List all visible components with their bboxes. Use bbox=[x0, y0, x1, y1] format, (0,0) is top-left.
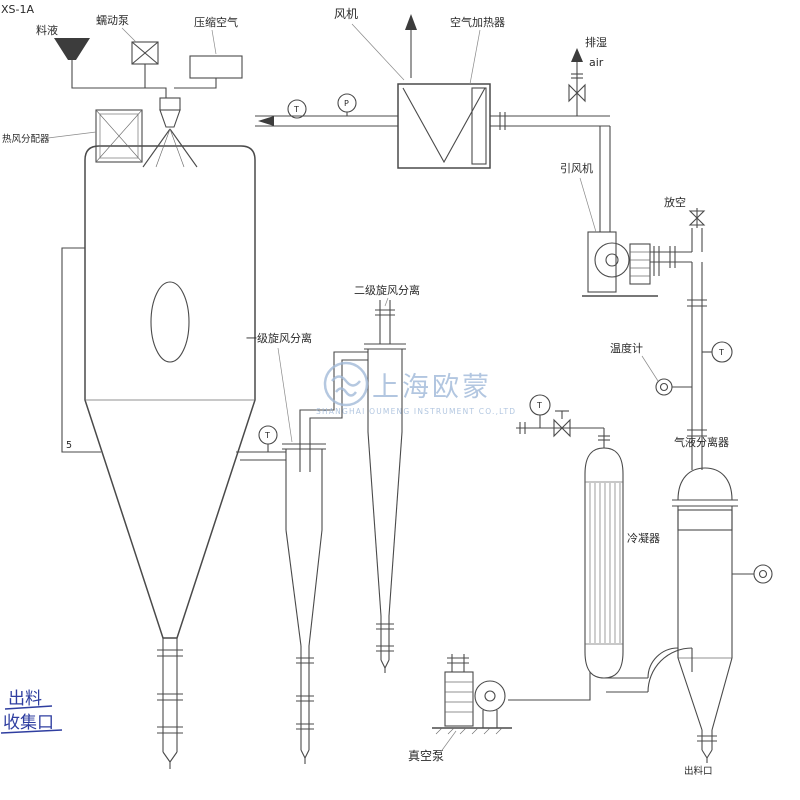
riser-pipe: T 温度计 bbox=[610, 262, 733, 470]
vent-branch-valve bbox=[688, 210, 706, 226]
feed-system: 料液 蠕动泵 压缩空气 bbox=[36, 14, 243, 98]
air-intake-arrow bbox=[405, 14, 417, 78]
temperature-instrument-1: T bbox=[287, 99, 307, 119]
moist-air-vent: 排湿 air bbox=[568, 35, 607, 116]
hot-air-distributor-label: 热风分配器 bbox=[2, 133, 50, 145]
vacuum-pump-label: 真空泵 bbox=[408, 749, 444, 763]
air-filter bbox=[174, 55, 243, 89]
handwritten-note: 出料 收集口 bbox=[0, 689, 63, 734]
feed-liquid-label: 料液 bbox=[36, 23, 58, 37]
pump-suction-stub bbox=[447, 654, 469, 672]
temperature-instrument-2: T bbox=[702, 341, 733, 363]
condenser-drain-pipe bbox=[508, 672, 591, 701]
demister-mesh bbox=[677, 509, 733, 531]
pressure-gauge bbox=[655, 378, 692, 396]
svg-text:T: T bbox=[718, 348, 724, 357]
compressed-air-label: 压缩空气 bbox=[194, 15, 238, 29]
vacuum-pump: 真空泵 bbox=[408, 654, 512, 763]
cyclone2-discharge bbox=[376, 616, 394, 673]
condenser-tubes bbox=[589, 483, 621, 643]
tower-discharge-pipe bbox=[157, 638, 183, 769]
fan-label: 风机 bbox=[334, 7, 358, 21]
air-heater-label: 空气加热器 bbox=[450, 15, 505, 29]
induced-draft-fan-label: 引风机 bbox=[560, 161, 593, 175]
watermark-brand-en: SHANGHAI OUMENG INSTRUMENT CO.,LTD bbox=[316, 407, 516, 416]
model-code: XS-1A bbox=[1, 3, 34, 16]
fan-outlet-pipe bbox=[650, 246, 692, 268]
cyclone1-outlet-duct bbox=[299, 351, 368, 420]
air-heater-unit: 风机 空气加热器 bbox=[334, 7, 505, 169]
cyclone-primary-label: 一级旋风分离 bbox=[246, 331, 312, 345]
handnote-line2: 收集口 bbox=[3, 713, 54, 733]
gas-liquid-separator: 气液分离器 出料口 bbox=[606, 435, 773, 777]
svg-text:T: T bbox=[264, 431, 270, 440]
svg-text:T: T bbox=[536, 401, 542, 410]
hot-air-distributor bbox=[95, 109, 143, 163]
hot-air-duct: T P bbox=[255, 93, 398, 127]
fan-inlet-duct bbox=[599, 126, 611, 232]
tower-side-line: 5 bbox=[61, 247, 101, 453]
cyclone-secondary: 二级旋风分离 bbox=[354, 283, 420, 673]
atomizer bbox=[142, 97, 198, 168]
cyclone-secondary-label: 二级旋风分离 bbox=[354, 283, 420, 297]
condenser-inlet-valve bbox=[553, 418, 571, 438]
vent-arrow bbox=[571, 48, 583, 62]
flow-arrow bbox=[258, 116, 274, 126]
temperature-instrument-3: T bbox=[529, 394, 551, 428]
handnote-line1: 出料 bbox=[8, 689, 42, 709]
watermark: 上海欧蒙 SHANGHAI OUMENG INSTRUMENT CO.,LTD bbox=[316, 361, 516, 416]
thermometer-label: 温度计 bbox=[610, 341, 643, 355]
svg-text:P: P bbox=[344, 99, 349, 108]
watermark-brand-cn: 上海欧蒙 bbox=[372, 372, 492, 403]
sight-window bbox=[150, 281, 190, 363]
handwheel-valve bbox=[732, 564, 773, 584]
peristaltic-pump-label: 蠕动泵 bbox=[96, 14, 129, 27]
vent-branch: 放空 bbox=[664, 195, 706, 252]
condenser-top-pipe: T bbox=[516, 394, 610, 448]
cone-angle-note: 5 bbox=[66, 440, 72, 451]
svg-text:T: T bbox=[293, 105, 299, 114]
cyclone-primary: T 一级旋风分离 bbox=[236, 331, 368, 764]
condenser: T 冷凝器 bbox=[508, 394, 660, 701]
watermark-logo-icon bbox=[323, 361, 369, 407]
pressure-instrument-1: P bbox=[337, 93, 357, 116]
exhaust-air-label: air bbox=[589, 56, 604, 69]
tower-body bbox=[84, 145, 256, 639]
separator-inlet-elbow bbox=[606, 647, 693, 693]
cyclone1-discharge bbox=[296, 646, 314, 764]
feed-funnel bbox=[54, 38, 90, 60]
fan-motor bbox=[629, 243, 651, 285]
exhaust-wet-label: 排湿 bbox=[585, 35, 607, 49]
separator-outlet-label: 出料口 bbox=[684, 765, 713, 777]
condenser-label: 冷凝器 bbox=[627, 531, 660, 545]
heater-outlet-duct bbox=[490, 112, 610, 130]
induced-draft-fan: 引风机 bbox=[560, 161, 660, 297]
temperature-instrument-4: T bbox=[258, 425, 278, 452]
peristaltic-pump bbox=[131, 41, 159, 88]
vent-valve bbox=[568, 83, 586, 103]
separator-bottom-outlet bbox=[697, 730, 717, 763]
gas-liquid-separator-label: 气液分离器 bbox=[674, 435, 729, 449]
spray-drying-tower: 5 热风分配器 bbox=[2, 97, 256, 769]
vent-label: 放空 bbox=[664, 195, 686, 209]
